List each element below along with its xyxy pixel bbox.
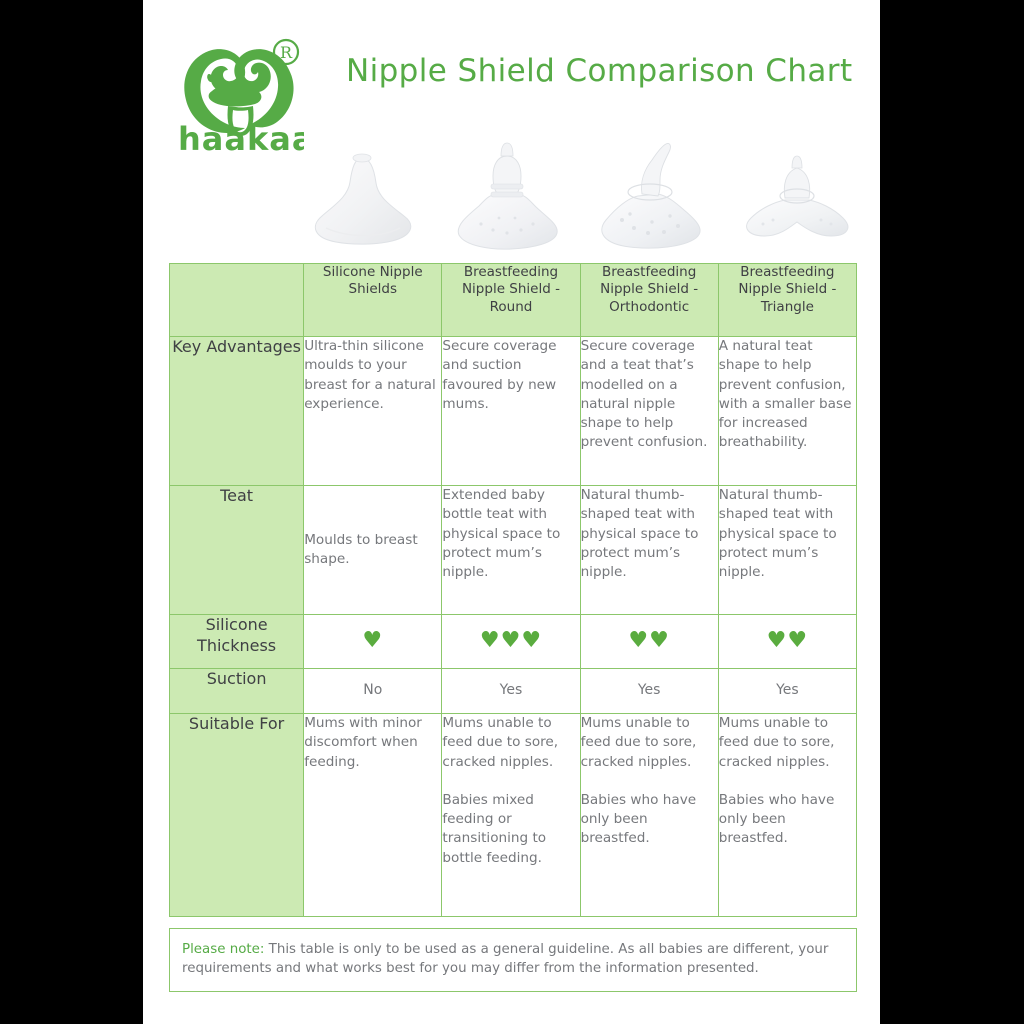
cell-teat-silicone: Moulds to breast shape. — [303, 485, 443, 615]
table-header-row: Silicone Nipple Shields Breastfeeding Ni… — [168, 263, 858, 337]
row-label-suction: Suction — [168, 668, 305, 714]
cell-thickness-silicone: ♥ — [303, 614, 443, 669]
paragraph-mums: Mums unable to feed due to sore, cracked… — [718, 715, 835, 770]
breastfeeding-nipple-shield-orthodontic-product-image — [590, 136, 715, 256]
disclaimer-text: This table is only to be used as a gener… — [182, 942, 829, 977]
cell-suction-silicone: No — [303, 668, 443, 714]
header-cell-orthodontic: Breastfeeding Nipple Shield - Orthodonti… — [579, 263, 719, 337]
row-label-silicone-thickness: Silicone Thickness — [168, 614, 305, 669]
table-row-suitable-for: Suitable For Mums with minor discomfort … — [168, 713, 858, 917]
header-cell-blank — [168, 263, 305, 337]
paragraph-babies: Babies mixed feeding or transitioning to… — [442, 791, 547, 866]
header-cell-silicone-nipple-shields: Silicone Nipple Shields — [303, 263, 443, 337]
table-row-silicone-thickness: Silicone Thickness ♥ ♥♥♥ ♥♥ ♥♥ — [168, 614, 858, 669]
comparison-table-wrapper: Silicone Nipple Shields Breastfeeding Ni… — [168, 263, 858, 917]
page-title: Nipple Shield Comparison Chart — [346, 53, 853, 89]
paragraph-mums: Mums unable to feed due to sore, cracked… — [442, 715, 559, 770]
cell-suitable-orthodontic: Mums unable to feed due to sore, cracked… — [579, 713, 719, 917]
paragraph-babies: Babies who have only been breastfed. — [718, 791, 835, 847]
paragraph-mums: Mums with minor discomfort when feeding. — [304, 715, 422, 770]
header-line-1: Silicone Nipple Shields — [322, 264, 423, 298]
cell-suction-orthodontic: Yes — [579, 668, 719, 714]
cell-key-advantages-orthodontic: Secure coverage and a teat that’s modell… — [579, 336, 719, 486]
row-label-key-advantages: Key Advantages — [168, 336, 305, 486]
svg-text:R: R — [280, 43, 293, 62]
heart-rating: ♥ — [362, 627, 384, 653]
cell-suitable-round: Mums unable to feed due to sore, cracked… — [441, 713, 581, 917]
cell-teat-triangle: Natural thumb-shaped teat with physical … — [717, 485, 858, 615]
paragraph-babies: Babies who have only been breastfed. — [580, 791, 697, 847]
svg-text:haakaa: haakaa — [178, 120, 304, 154]
cell-thickness-triangle: ♥♥ — [717, 614, 858, 669]
comparison-table: Silicone Nipple Shields Breastfeeding Ni… — [168, 263, 858, 917]
heart-rating: ♥♥♥ — [479, 627, 543, 653]
breastfeeding-nipple-shield-triangle-product-image — [735, 136, 860, 256]
header-line-1: Breastfeeding Nipple Shield - Triangle — [738, 264, 837, 315]
haakaa-logo: R haakaa — [176, 34, 304, 154]
cell-suitable-silicone: Mums with minor discomfort when feeding. — [303, 713, 443, 917]
cell-key-advantages-triangle: A natural teat shape to help prevent con… — [717, 336, 858, 486]
table-row-key-advantages: Key Advantages Ultra-thin silicone mould… — [168, 336, 858, 486]
product-image-row — [300, 128, 860, 256]
suction-value: No — [363, 682, 383, 699]
disclaimer-lead: Please note: — [182, 942, 265, 957]
cell-teat-round: Extended baby bottle teat with physical … — [441, 485, 581, 615]
table-row-suction: Suction No Yes Yes Yes — [168, 668, 858, 714]
header-cell-triangle: Breastfeeding Nipple Shield - Triangle — [717, 263, 858, 337]
cell-key-advantages-round: Secure coverage and suction favoured by … — [441, 336, 581, 486]
heart-rating: ♥♥ — [628, 627, 670, 653]
chart-page: R haakaa Nipple Shield Comparison Chart — [143, 0, 880, 1024]
disclaimer-note: Please note: This table is only to be us… — [169, 928, 857, 992]
paragraph-mums: Mums unable to feed due to sore, cracked… — [580, 715, 697, 770]
cell-suction-triangle: Yes — [717, 668, 858, 714]
row-label-teat: Teat — [168, 485, 305, 615]
header-line-1: Breastfeeding Nipple Shield - Orthodonti… — [600, 264, 699, 315]
suction-value: Yes — [776, 682, 799, 699]
silicone-nipple-shield-product-image — [300, 136, 425, 256]
suction-value: Yes — [499, 682, 523, 699]
cell-thickness-round: ♥♥♥ — [441, 614, 581, 669]
row-label-suitable-for: Suitable For — [168, 713, 305, 917]
heart-rating: ♥♥ — [766, 627, 809, 653]
breastfeeding-nipple-shield-round-product-image — [445, 136, 570, 256]
table-row-teat: Teat Moulds to breast shape. Extended ba… — [168, 485, 858, 615]
cell-key-advantages-silicone: Ultra-thin silicone moulds to your breas… — [303, 336, 443, 486]
header-cell-round: Breastfeeding Nipple Shield - Round — [441, 263, 581, 337]
cell-suction-round: Yes — [441, 668, 581, 714]
cell-suitable-triangle: Mums unable to feed due to sore, cracked… — [717, 713, 858, 917]
cell-teat-orthodontic: Natural thumb-shaped teat with physical … — [579, 485, 719, 615]
cell-thickness-orthodontic: ♥♥ — [579, 614, 719, 669]
page-header: R haakaa Nipple Shield Comparison Chart — [143, 0, 880, 154]
header-line-1: Breastfeeding Nipple Shield - Round — [461, 264, 560, 315]
suction-value: Yes — [637, 682, 661, 699]
